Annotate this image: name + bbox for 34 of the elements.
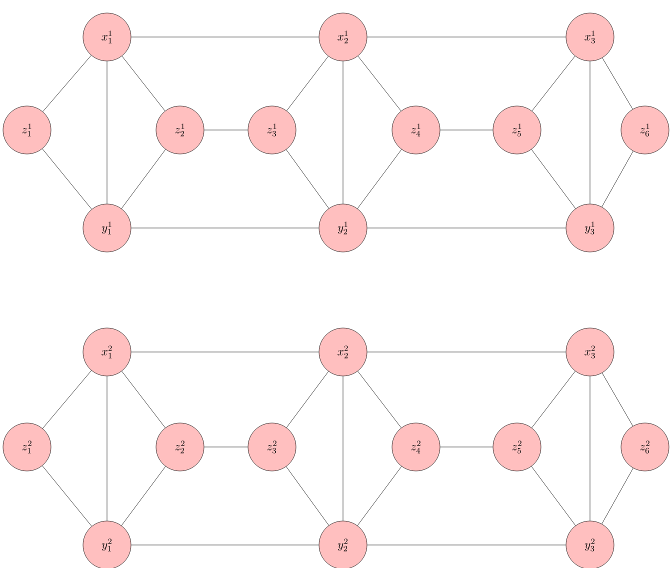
edge-line [286,56,329,111]
edge-line [121,149,166,209]
edge-line [532,370,576,428]
edge-line [42,148,92,210]
edge-line [532,56,576,112]
edge-line [106,61,108,204]
edge-line [286,371,329,428]
edge-line [286,466,329,526]
edge-line [358,56,402,112]
edge-line [602,58,633,110]
edge-line [531,466,576,526]
edge-line [131,36,319,38]
edge-line [440,446,493,448]
edge-line [121,466,166,526]
edge-line [106,376,108,521]
edge-line [122,370,166,428]
edge-line [286,149,329,209]
edge-line [602,372,634,426]
edge-line [342,61,344,204]
edge-line [357,466,402,526]
edge-line [357,149,402,209]
edge-line [531,149,576,209]
edge-line [131,544,319,546]
edge-line [204,446,248,448]
edge-line [602,468,634,524]
edge-line [358,370,402,428]
edge-line [367,544,566,546]
edge-line [342,376,344,521]
edge-line [42,370,92,429]
edge-line [42,55,92,112]
edge-line [42,466,92,526]
edge-line [122,56,166,112]
edge-line [602,150,634,208]
edge-line [367,36,566,38]
